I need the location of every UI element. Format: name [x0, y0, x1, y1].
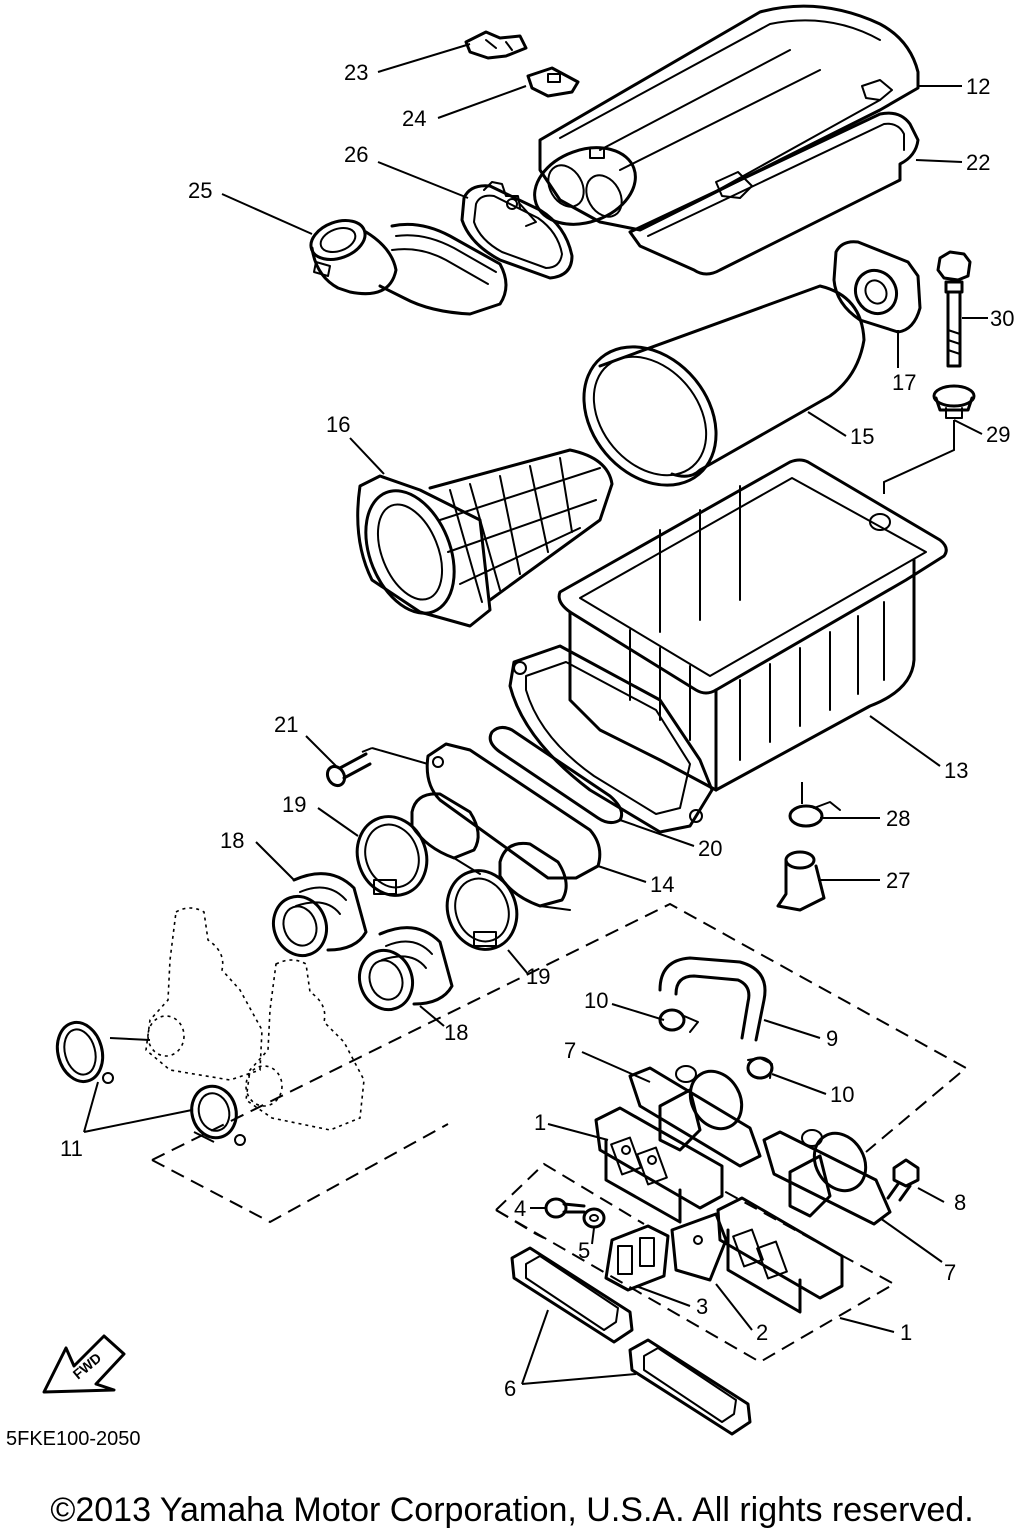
callout-7-lower: 7 [944, 1260, 956, 1285]
part-7-manifold-left [628, 1065, 762, 1168]
part-16-filter-cage [356, 448, 614, 628]
part-11-clamp-left [55, 1020, 114, 1084]
callout-10-upper: 10 [584, 988, 608, 1013]
callout-8: 8 [954, 1190, 966, 1215]
callout-27: 27 [886, 868, 910, 893]
part-10-clip-lower [746, 1056, 774, 1080]
part-10-clip-upper [658, 1008, 699, 1033]
callout-4: 4 [514, 1196, 526, 1221]
callout-28: 28 [886, 806, 910, 831]
callout-5: 5 [578, 1238, 590, 1263]
callout-7-upper: 7 [564, 1038, 576, 1063]
callout-1-lower: 1 [900, 1320, 912, 1345]
callout-21: 21 [274, 712, 298, 737]
part-9-hose [658, 956, 767, 1042]
callout-25: 25 [188, 178, 212, 203]
part-7-manifold-right [762, 1129, 892, 1226]
part-1-reed-valve-upper [594, 1106, 724, 1224]
fwd-label: FWD [70, 1350, 105, 1383]
part-1-reed-valve-lower [716, 1196, 844, 1314]
callout-10-lower: 10 [830, 1082, 854, 1107]
callout-12: 14 [650, 872, 674, 897]
part-18-boot-lower [358, 926, 454, 1012]
callout-17: 17 [892, 370, 916, 395]
part-13-air-box [508, 458, 948, 834]
part-4-screw [544, 1197, 586, 1219]
drawing-number: 5FKE100-2050 [6, 1428, 141, 1450]
part-30-bolt [936, 250, 972, 368]
callout-29: 29 [986, 422, 1010, 447]
callout-15: 15 [850, 424, 874, 449]
part-8-screw [886, 1158, 920, 1202]
callout-2: 2 [756, 1320, 768, 1345]
callout-19-upper: 19 [282, 792, 306, 817]
copyright-notice: ©2013 Yamaha Motor Corporation, U.S.A. A… [50, 1491, 974, 1529]
part-23-clip [464, 30, 528, 60]
part-17-cover-plate [832, 240, 922, 334]
part-19-clamp-upper [355, 815, 429, 897]
callout-26: 26 [344, 142, 368, 167]
callouts: 23 24 26 25 12 22 30 17 15 29 16 13 21 1… [60, 60, 1014, 1401]
part-3-reed-petals [604, 1224, 670, 1292]
part-27-fitting [776, 850, 826, 912]
callout-30: 30 [990, 306, 1014, 331]
part-25-intake-duct [309, 219, 508, 316]
callout-20: 20 [698, 836, 722, 861]
part-29-grommet [932, 384, 976, 419]
carburetor-phantom [145, 907, 365, 1131]
callout-24: 24 [402, 106, 426, 131]
callout-11: 11 [60, 1136, 83, 1161]
callout-19-lower: 19 [526, 964, 550, 989]
callout-23: 23 [344, 60, 368, 85]
part-6-gasket-left [510, 1246, 634, 1344]
part-19-clamp-lower [445, 869, 519, 951]
callout-22: 22 [966, 150, 990, 175]
part-22-gasket [628, 111, 920, 276]
callout-1-upper: 1 [534, 1110, 546, 1135]
callout-14: 12 [966, 74, 990, 99]
part-28-hose-clip [788, 801, 841, 828]
part-21-screw [325, 752, 372, 788]
part-2-reed-stopper [670, 1212, 728, 1282]
part-26-joint [460, 181, 574, 280]
leader-lines [83, 43, 988, 1385]
callout-16: 16 [326, 412, 350, 437]
callout-3: 3 [696, 1294, 708, 1319]
callout-9: 9 [826, 1026, 838, 1051]
part-14-air-box-cap [533, 4, 920, 232]
part-18-boot-upper [272, 872, 368, 958]
part-6-gasket-right [628, 1338, 752, 1436]
callout-6: 6 [504, 1376, 516, 1401]
part-5-washer [582, 1207, 606, 1229]
callout-18-upper: 18 [220, 828, 244, 853]
callout-13: 13 [944, 758, 968, 783]
callout-18-lower: 18 [444, 1020, 468, 1045]
fwd-arrow-icon: FWD [42, 1334, 126, 1394]
part-24-clip [526, 66, 580, 98]
part-15-filter-element [582, 284, 866, 487]
part-11-clamp-right [190, 1084, 246, 1146]
